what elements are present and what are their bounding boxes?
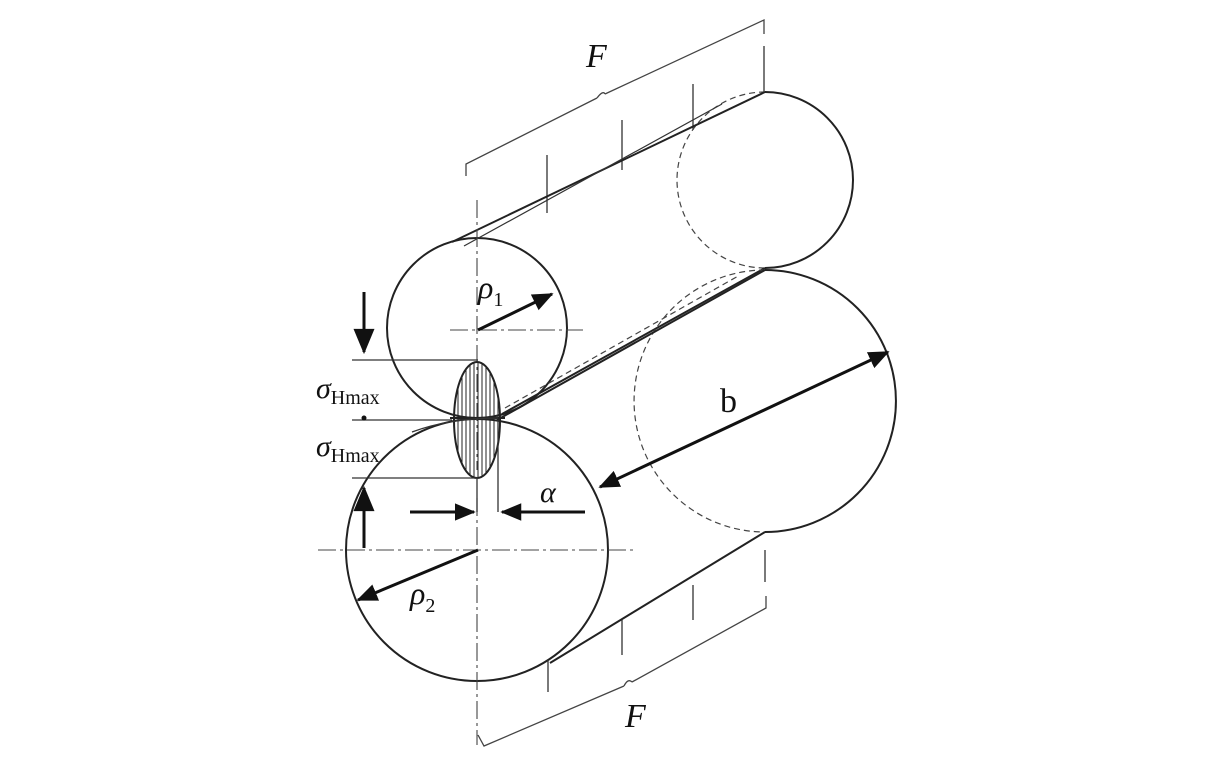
width-dimension (598, 350, 890, 489)
lower-cylinder (345, 269, 897, 682)
label-force-bottom: F (624, 698, 647, 735)
top-force-bracket (465, 18, 765, 213)
label-sigma-bottom: σHmax (316, 430, 380, 467)
label-rho1: ρ1 (477, 269, 503, 311)
stress-extension-lines (352, 359, 499, 512)
label-alpha: α (540, 476, 557, 509)
upper-cylinder (386, 91, 854, 419)
label-sigma-top: σHmax (316, 372, 380, 409)
label-width-b: b (720, 383, 737, 420)
bottom-force-bracket (477, 550, 767, 747)
rho1-arrow (477, 292, 554, 332)
rho2-arrow (356, 548, 479, 602)
label-force-top: F (585, 38, 608, 75)
radius-arrows (356, 292, 554, 602)
label-rho2: ρ2 (409, 575, 435, 617)
center-lines (318, 200, 636, 745)
